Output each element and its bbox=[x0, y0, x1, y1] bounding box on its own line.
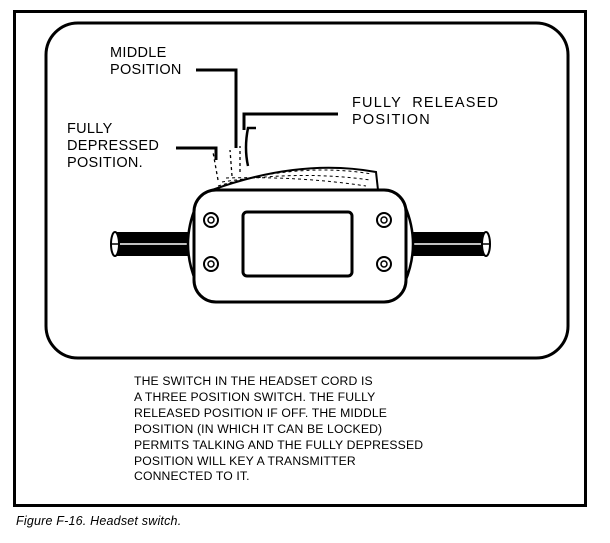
label-depressed-line1: FULLY bbox=[67, 121, 113, 137]
switch-lever bbox=[211, 126, 380, 191]
label-fully-depressed: FULLY DEPRESSED POSITION. bbox=[67, 121, 159, 172]
headset-cord-left bbox=[110, 231, 190, 257]
label-fully-released: FULLY RELEASED POSITION bbox=[352, 95, 499, 129]
figure-frame bbox=[13, 10, 587, 507]
label-released-line1: FULLY RELEASED bbox=[352, 95, 500, 111]
label-middle-position: MIDDLE POSITION bbox=[110, 45, 182, 79]
screw-top-left bbox=[203, 212, 219, 228]
description-line: PERMITS TALKING AND THE FULLY DEPRESSED bbox=[134, 437, 424, 452]
leader-middle-position bbox=[196, 68, 238, 148]
switch-body bbox=[192, 188, 408, 304]
diagram-panel bbox=[44, 21, 570, 360]
leader-fully-depressed bbox=[176, 146, 218, 160]
description-line: A THREE POSITION SWITCH. THE FULLY bbox=[134, 389, 376, 404]
label-depressed-line2: DEPRESSED bbox=[67, 138, 160, 154]
description-line: THE SWITCH IN THE HEADSET CORD IS bbox=[134, 374, 373, 388]
description-line: POSITION (IN WHICH IT CAN BE LOCKED) bbox=[134, 421, 383, 436]
headset-cord-right bbox=[412, 231, 491, 257]
description-text: THE SWITCH IN THE HEADSET CORD IS A THRE… bbox=[134, 374, 514, 485]
leader-fully-released bbox=[242, 112, 338, 130]
description-line: CONNECTED TO IT. bbox=[134, 469, 250, 484]
description-line: POSITION WILL KEY A TRANSMITTER bbox=[134, 453, 356, 468]
screw-top-right bbox=[376, 212, 392, 228]
label-released-line2: POSITION bbox=[352, 112, 431, 128]
description-line: RELEASED POSITION IF OFF. THE MIDDLE bbox=[134, 405, 388, 420]
screw-bottom-right bbox=[376, 256, 392, 272]
screw-bottom-left bbox=[203, 256, 219, 272]
figure-caption: Figure F-16. Headset switch. bbox=[16, 514, 182, 528]
label-depressed-line3: POSITION. bbox=[67, 155, 144, 171]
label-middle-line1: MIDDLE bbox=[110, 45, 167, 61]
label-middle-line2: POSITION bbox=[110, 62, 182, 78]
